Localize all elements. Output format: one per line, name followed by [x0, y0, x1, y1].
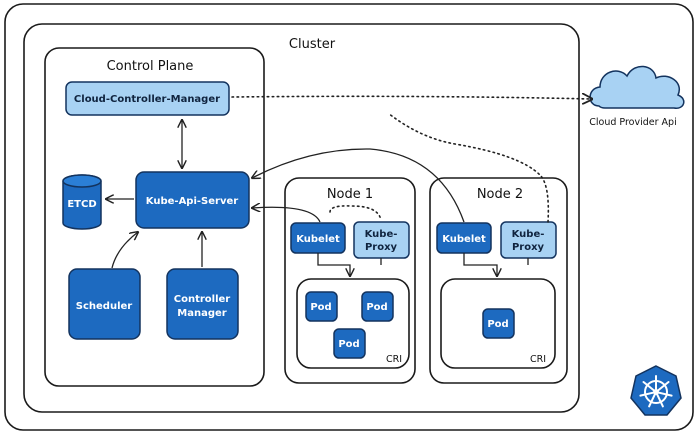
svg-text:Pod: Pod	[487, 319, 508, 330]
node1-kube-proxy-line2: Proxy	[365, 242, 398, 253]
node2-kube-proxy-line2: Proxy	[512, 242, 545, 253]
cloud-controller-manager-label: Cloud-Controller-Manager	[74, 94, 220, 105]
node2-kube-proxy-line1: Kube-	[512, 229, 545, 240]
kube-api-server-label: Kube-Api-Server	[146, 196, 238, 207]
control-plane-group: Control Plane Cloud-Controller-Manager K…	[44, 47, 265, 387]
controller-manager-label-line2: Manager	[177, 308, 227, 319]
etcd-label: ETCD	[67, 199, 96, 210]
kubernetes-logo-icon	[630, 365, 682, 416]
node1-pod-2: Pod	[361, 291, 394, 322]
node1-kubelet-proxy-dotted	[329, 205, 382, 221]
cloud-provider-label: Cloud Provider Api	[589, 117, 676, 128]
cloud-controller-manager-box: Cloud-Controller-Manager	[65, 81, 230, 116]
connections	[106, 96, 592, 276]
svg-text:Pod: Pod	[366, 302, 387, 313]
node2-group: Node 2 Kubelet Kube- Proxy Pod CRI	[429, 177, 568, 384]
node1-pod-1: Pod	[305, 291, 338, 322]
node1-kubelet-box: Kubelet	[290, 222, 346, 254]
scheduler-box: Scheduler	[68, 268, 141, 340]
cloud-icon	[589, 65, 685, 109]
svg-text:Pod: Pod	[338, 339, 359, 350]
controller-manager-box: Controller Manager	[166, 268, 239, 340]
node2-kubelet-label: Kubelet	[442, 234, 486, 245]
node1-group: Node 1 Kubelet Kube- Proxy Pod Pod Pod C…	[284, 177, 416, 384]
node2-runtime-link	[463, 253, 497, 276]
svg-text:Pod: Pod	[310, 302, 331, 313]
node1-kube-proxy-line1: Kube-	[365, 229, 398, 240]
node2-kubelet-box: Kubelet	[436, 222, 492, 254]
ccm-cloud-dotted	[231, 96, 592, 99]
kube-api-server-box: Kube-Api-Server	[135, 171, 250, 229]
node1-kubelet-label: Kubelet	[296, 234, 340, 245]
node1-kubelet-api-link	[252, 207, 321, 223]
scheduler-label: Scheduler	[76, 301, 133, 312]
node2-pod-1: Pod	[482, 308, 515, 339]
control-plane-title: Control Plane	[107, 59, 194, 74]
cluster-title: Cluster	[289, 37, 336, 52]
node1-runtime-link	[317, 253, 350, 276]
node1-cri-label: CRI	[386, 354, 402, 365]
scheduler-api-link	[111, 232, 138, 269]
node2-proxy-dotted	[387, 112, 550, 223]
node1-kube-proxy-box: Kube- Proxy	[353, 221, 410, 259]
node2-title: Node 2	[477, 187, 523, 202]
node1-pod-3: Pod	[333, 328, 366, 359]
node2-kube-proxy-box: Kube- Proxy	[500, 221, 557, 259]
node2-cri-label: CRI	[530, 354, 546, 365]
controller-manager-label-line1: Controller	[174, 294, 231, 305]
node2-kubelet-api-link	[252, 148, 465, 223]
database-icon: ETCD	[62, 174, 102, 230]
node1-title: Node 1	[327, 187, 373, 202]
